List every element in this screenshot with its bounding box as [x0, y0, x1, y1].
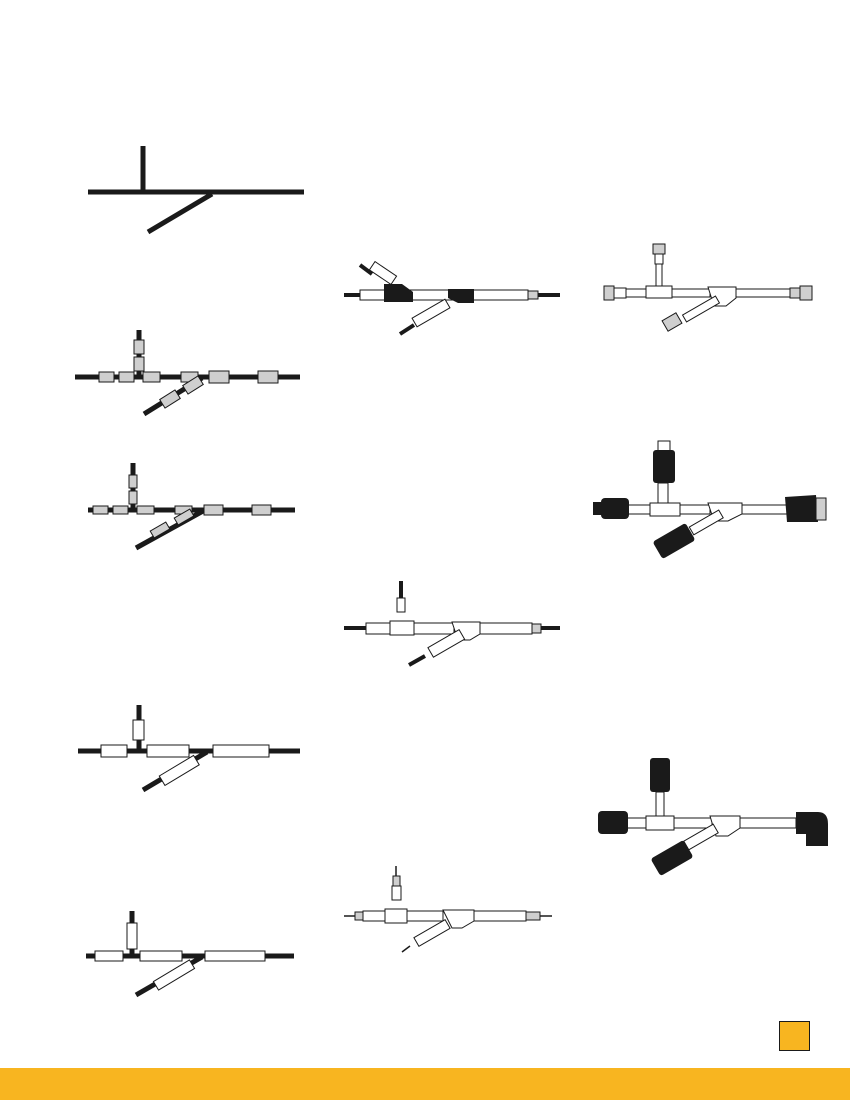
harness-quick-connect-fittings	[603, 243, 813, 332]
harness-molded-white-junction	[344, 581, 560, 667]
harness-black-circular-connectors	[593, 440, 827, 559]
schematic-line-drawing	[88, 146, 304, 235]
harness-white-markers-a	[78, 705, 300, 793]
harness-molded-black-junctions	[344, 260, 560, 336]
harness-white-markers-b	[86, 911, 294, 998]
harness-gray-sleeves-a	[75, 330, 300, 417]
harness-gray-sleeves-b	[88, 463, 295, 551]
footer-accent-bar	[0, 1068, 850, 1100]
harness-right-angle-connectors	[598, 758, 828, 876]
harness-molded-white-pins	[344, 866, 552, 953]
page-corner-tab	[779, 1021, 810, 1051]
